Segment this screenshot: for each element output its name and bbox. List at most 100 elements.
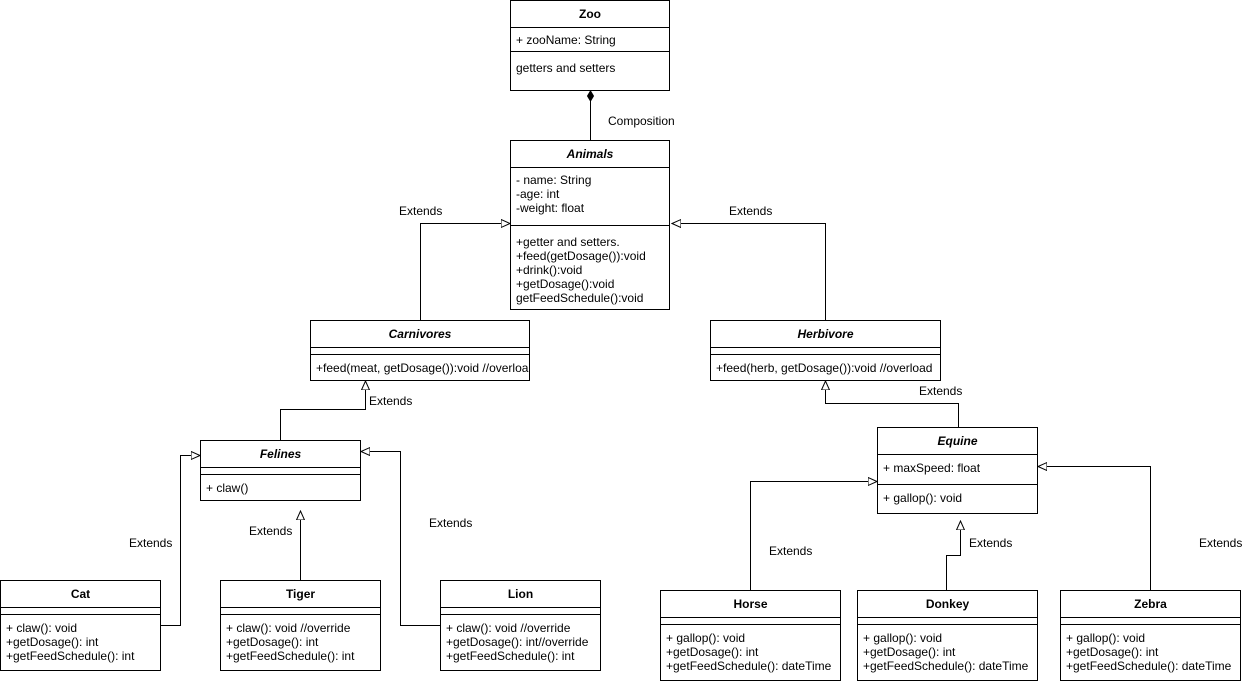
class-tiger-name: Tiger — [221, 581, 380, 608]
class-cat-name: Cat — [1, 581, 160, 608]
empty-attributes-compartment — [441, 608, 600, 615]
extends-label-lion: Extends — [429, 516, 473, 530]
edge-felines-carnivores — [280, 381, 366, 440]
method: +getDosage(): int — [6, 635, 99, 649]
method: + gallop(): void — [1066, 631, 1146, 645]
class-horse-name: Horse — [661, 591, 840, 618]
method: + gallop(): void — [883, 491, 963, 505]
class-tiger-methods: + claw(): void //override +getDosage(): … — [221, 615, 380, 666]
class-zebra[interactable]: Zebra + gallop(): void +getDosage(): int… — [1060, 590, 1241, 681]
class-zebra-methods: + gallop(): void +getDosage(): int +getF… — [1061, 625, 1240, 676]
method: +feed(meat, getDosage()):void //overloa — [316, 361, 529, 375]
class-carnivores-methods: +feed(meat, getDosage()):void //overloa — [311, 355, 529, 378]
class-zebra-name: Zebra — [1061, 591, 1240, 618]
method: + gallop(): void — [863, 631, 943, 645]
empty-attributes-compartment — [311, 348, 529, 355]
class-zoo-attributes: + zooName: String — [511, 28, 669, 52]
edge-herbivore-animals — [672, 224, 826, 320]
method: + claw(): void //override — [446, 621, 571, 635]
class-donkey[interactable]: Donkey + gallop(): void +getDosage(): in… — [857, 590, 1038, 681]
method: getters and setters — [516, 61, 616, 75]
class-herbivore-methods: +feed(herb, getDosage()):void //overload — [711, 355, 940, 378]
attribute: - name: String — [516, 173, 592, 187]
class-animals[interactable]: Animals - name: String -age: int -weight… — [510, 140, 670, 310]
method: +drink():void — [516, 263, 583, 277]
edge-horse-equine — [750, 482, 878, 590]
extends-label-cat: Extends — [129, 536, 173, 550]
extends-label-zebra: Extends — [1199, 536, 1243, 550]
class-equine-attributes: + maxSpeed: float — [878, 455, 1037, 485]
empty-attributes-compartment — [221, 608, 380, 615]
method: +getDosage(): int — [226, 635, 319, 649]
class-herbivore-name: Herbivore — [711, 321, 940, 348]
class-zoo-name: Zoo — [511, 1, 669, 28]
class-felines[interactable]: Felines + claw() — [200, 440, 361, 501]
method: +getFeedSchedule(): int — [226, 649, 355, 663]
class-equine-methods: + gallop(): void — [878, 485, 1037, 508]
extends-label-tiger: Extends — [249, 524, 293, 538]
class-tiger[interactable]: Tiger + claw(): void //override +getDosa… — [220, 580, 381, 671]
class-animals-methods: +getter and setters. +feed(getDosage()):… — [511, 226, 669, 308]
extends-label-carnivores: Extends — [399, 204, 443, 218]
empty-attributes-compartment — [711, 348, 940, 355]
class-lion[interactable]: Lion + claw(): void //override +getDosag… — [440, 580, 601, 671]
attribute: + maxSpeed: float — [883, 461, 981, 475]
method: +getDosage(): int — [863, 645, 956, 659]
method: getFeedSchedule():void — [516, 291, 644, 305]
class-felines-methods: + claw() — [201, 475, 360, 498]
class-horse-methods: + gallop(): void +getDosage(): int +getF… — [661, 625, 840, 676]
class-carnivores[interactable]: Carnivores +feed(meat, getDosage()):void… — [310, 320, 530, 381]
method: + gallop(): void — [666, 631, 746, 645]
class-animals-attributes: - name: String -age: int -weight: float — [511, 168, 669, 226]
method: +getter and setters. — [516, 235, 620, 249]
method: +getDosage(): int//override — [446, 635, 589, 649]
extends-label-herbivore: Extends — [729, 204, 773, 218]
edge-zebra-equine — [1038, 467, 1151, 590]
class-zoo[interactable]: Zoo + zooName: String getters and setter… — [510, 0, 670, 91]
attribute: + zooName: String — [516, 33, 616, 47]
class-lion-name: Lion — [441, 581, 600, 608]
edge-donkey-equine — [946, 521, 961, 590]
method: + claw(): void //override — [226, 621, 351, 635]
composition-label: Composition — [608, 114, 675, 128]
class-lion-methods: + claw(): void //override +getDosage(): … — [441, 615, 600, 666]
class-donkey-name: Donkey — [858, 591, 1037, 618]
class-zoo-methods: getters and setters — [511, 52, 669, 78]
edge-cat-felines — [160, 456, 200, 626]
extends-label-horse: Extends — [769, 544, 813, 558]
method: +getFeedSchedule(): dateTime — [666, 659, 832, 673]
method: +feed(getDosage()):void — [516, 249, 646, 263]
empty-attributes-compartment — [1061, 618, 1240, 625]
method: +getFeedSchedule(): int — [6, 649, 135, 663]
extends-label-equine: Extends — [919, 384, 963, 398]
class-herbivore[interactable]: Herbivore +feed(herb, getDosage()):void … — [710, 320, 941, 381]
edge-equine-herbivore — [826, 381, 959, 427]
empty-attributes-compartment — [201, 468, 360, 475]
empty-attributes-compartment — [661, 618, 840, 625]
attribute: -weight: float — [516, 201, 585, 215]
class-equine[interactable]: Equine + maxSpeed: float + gallop(): voi… — [877, 427, 1038, 514]
method: +getDosage():void — [516, 277, 615, 291]
method: +getDosage(): int — [1066, 645, 1159, 659]
method: +feed(herb, getDosage()):void //overload — [716, 361, 933, 375]
extends-label-felines: Extends — [369, 394, 413, 408]
extends-label-donkey: Extends — [969, 536, 1013, 550]
class-felines-name: Felines — [201, 441, 360, 468]
empty-attributes-compartment — [858, 618, 1037, 625]
class-animals-name: Animals — [511, 141, 669, 168]
class-cat-methods: + claw(): void +getDosage(): int +getFee… — [1, 615, 160, 666]
method: +getFeedSchedule(): int — [446, 649, 575, 663]
class-equine-name: Equine — [878, 428, 1037, 455]
attribute: -age: int — [516, 187, 560, 201]
method: + claw() — [206, 481, 249, 495]
edge-lion-felines — [361, 452, 440, 626]
method: +getDosage(): int — [666, 645, 759, 659]
method: + claw(): void — [6, 621, 78, 635]
class-horse[interactable]: Horse + gallop(): void +getDosage(): int… — [660, 590, 841, 681]
method: +getFeedSchedule(): dateTime — [1066, 659, 1232, 673]
class-carnivores-name: Carnivores — [311, 321, 529, 348]
class-donkey-methods: + gallop(): void +getDosage(): int +getF… — [858, 625, 1037, 676]
edge-carnivores-animals — [420, 224, 511, 320]
class-cat[interactable]: Cat + claw(): void +getDosage(): int +ge… — [0, 580, 161, 671]
